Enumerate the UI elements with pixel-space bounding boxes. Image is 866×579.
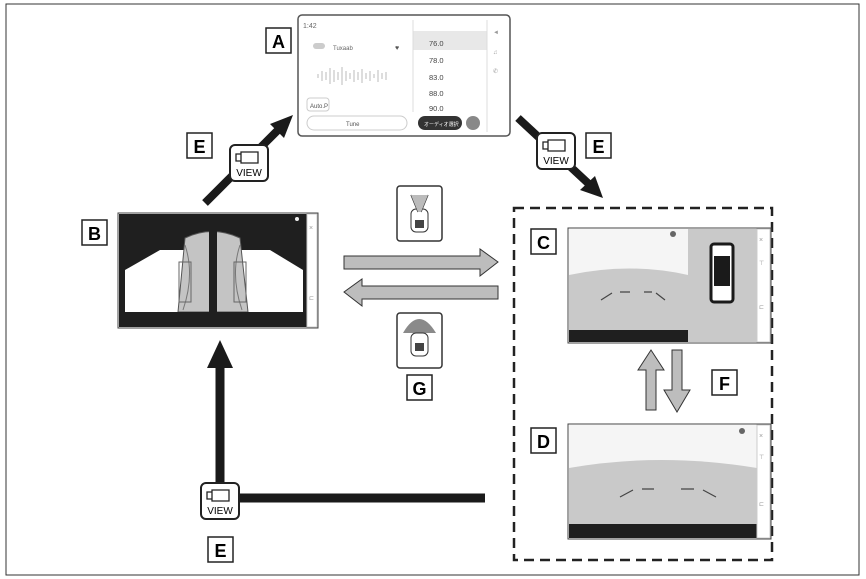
svg-text:B: B (88, 224, 101, 244)
svg-text:C: C (537, 233, 550, 253)
svg-text:✆: ✆ (493, 68, 498, 75)
label-e-top-left: E (186, 132, 213, 159)
preset-3: 83.0 (429, 73, 444, 82)
screen-c-split-view: × ⊤ ⊏ (567, 227, 772, 344)
around-view-switch-icon (396, 312, 443, 369)
label-f-box: F (711, 369, 738, 396)
screen-a-audio: 1:42 Tuxaab ♥ Auto.P 76.0 78.0 83.0 88.0… (297, 14, 511, 137)
dashed-group-c-d (512, 206, 774, 562)
svg-text:⊤: ⊤ (759, 260, 764, 267)
label-e-top-right: E (585, 132, 612, 159)
preset-4: 88.0 (429, 89, 444, 98)
view-button-icon-top-right: VIEW (536, 132, 576, 170)
screen-b-front-view: × ⊏ (117, 212, 319, 329)
label-g-box: G (406, 374, 433, 401)
svg-text:VIEW: VIEW (207, 506, 233, 517)
svg-text:D: D (537, 432, 550, 452)
label-c-box: C (530, 228, 557, 255)
preset-5: 90.0 (429, 104, 444, 113)
screen-a-source: オーディオ選択 (424, 121, 459, 128)
screen-a-time: 1:42 (303, 23, 317, 30)
svg-text:E: E (214, 541, 226, 561)
svg-text:VIEW: VIEW (543, 156, 569, 167)
svg-text:VIEW: VIEW (236, 168, 262, 179)
svg-text:♥: ♥ (395, 45, 399, 52)
label-b-box: B (81, 219, 108, 246)
svg-text:⊏: ⊏ (759, 502, 764, 508)
front-camera-switch-icon (396, 185, 443, 242)
svg-text:⊤: ⊤ (759, 454, 764, 461)
arrows-c-d (637, 349, 691, 413)
svg-text:⊏: ⊏ (759, 305, 764, 311)
arrow-d-to-b (207, 340, 485, 503)
arrows-b-c (343, 248, 499, 308)
svg-text:⊏: ⊏ (309, 296, 314, 302)
svg-text:F: F (719, 374, 730, 394)
svg-text:E: E (193, 137, 205, 157)
svg-text:◄: ◄ (493, 30, 499, 36)
screen-a-tune: Tune (346, 122, 360, 128)
label-a-box: A (265, 27, 292, 54)
preset-2: 78.0 (429, 56, 444, 65)
screen-a-autop: Auto.P (310, 104, 328, 110)
label-e-bottom: E (207, 536, 234, 563)
svg-text:♫: ♫ (493, 50, 498, 56)
svg-text:×: × (759, 433, 763, 440)
screen-a-station: Tuxaab (333, 46, 353, 52)
svg-text:G: G (412, 379, 426, 399)
waveform-graphic (317, 67, 387, 85)
svg-text:×: × (759, 237, 763, 244)
preset-1: 76.0 (429, 39, 444, 48)
view-button-icon-top-left: VIEW (229, 144, 269, 182)
svg-text:A: A (272, 32, 285, 52)
svg-text:E: E (592, 137, 604, 157)
outer-frame (5, 3, 860, 576)
view-button-icon-bottom: VIEW (200, 482, 240, 520)
svg-text:×: × (309, 225, 313, 232)
label-d-box: D (530, 427, 557, 454)
screen-d-wide-view: × ⊤ ⊏ (567, 423, 772, 540)
